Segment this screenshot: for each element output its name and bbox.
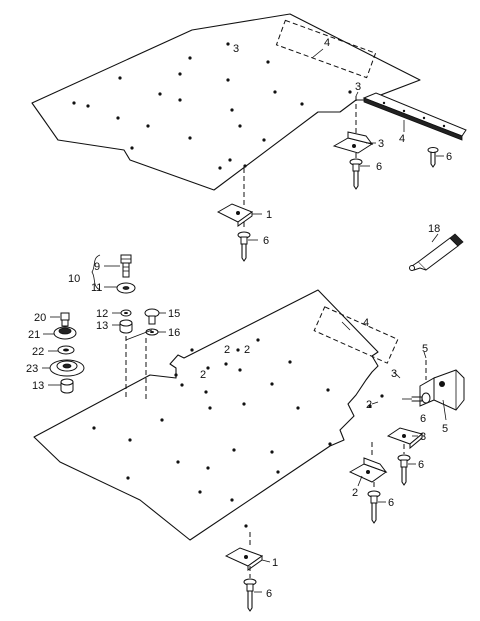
label-10: 10 (68, 273, 80, 285)
label-3-strip: 3 (355, 81, 361, 93)
label-3-top: 3 (233, 43, 239, 55)
part-number-labels: 3 4 3 4 3 6 6 1 6 18 9 10 11 12 13 15 16… (26, 37, 452, 600)
label-6-lower-d: 6 (266, 588, 272, 600)
screw-15 (144, 308, 160, 325)
label-11: 11 (91, 282, 102, 294)
rubber-mount-23 (49, 359, 85, 377)
label-23: 23 (26, 363, 38, 375)
lower-bracket-2 (348, 457, 388, 490)
upper-bolt-6b (237, 231, 251, 262)
label-6-upper-bolt: 6 (376, 161, 382, 173)
label-6-lower-b: 6 (418, 459, 424, 471)
label-4-lower: 4 (363, 317, 369, 329)
washer-12 (120, 309, 132, 317)
nut-13b (60, 378, 74, 394)
label-13-lower: 13 (32, 380, 44, 392)
label-12: 12 (96, 308, 108, 320)
label-21: 21 (28, 329, 40, 341)
label-2-e: 2 (352, 487, 358, 499)
label-2-b: 2 (244, 344, 250, 356)
upper-panel-holes (72, 42, 352, 170)
sealant-tube (409, 233, 464, 271)
label-2-c: 2 (200, 369, 206, 381)
lower-bolt-6d (243, 578, 257, 612)
label-4-top: 4 (324, 37, 330, 49)
lower-bolt-6b (397, 454, 411, 486)
label-18: 18 (428, 223, 440, 235)
upper-bolt-6a (349, 158, 363, 190)
lower-floor-panel (33, 289, 399, 548)
label-16: 16 (168, 327, 180, 339)
nut-13a (119, 319, 133, 334)
label-2-d: 2 (366, 399, 372, 411)
label-6-side-bolt: 6 (420, 413, 426, 425)
label-1-lower: 1 (272, 557, 278, 569)
strip-bolt (427, 147, 439, 168)
floor-strip-rail (362, 92, 467, 141)
upper-panel-cutout-outline (275, 19, 377, 79)
leader-lines (42, 48, 447, 593)
mount-21 (53, 326, 77, 340)
label-3-lower-a: 3 (391, 368, 397, 380)
label-15: 15 (168, 308, 180, 320)
lower-panel-cutout-outline (313, 306, 399, 364)
upper-bracket-3 (332, 131, 374, 160)
washer-11 (116, 282, 136, 294)
lower-bracket-3 (386, 427, 424, 454)
upper-floor-panel (31, 13, 421, 205)
label-13-upper: 13 (96, 320, 108, 332)
label-6-top-bolt: 6 (263, 235, 269, 247)
upper-bracket-1 (216, 203, 254, 230)
lower-bolt-6c (367, 490, 381, 524)
label-2-a: 2 (224, 344, 230, 356)
label-6-lower-c: 6 (388, 497, 394, 509)
label-5-bracket: 5 (442, 423, 448, 435)
bracket-10-brace (91, 254, 101, 291)
screw-9 (120, 254, 132, 278)
label-20: 20 (34, 312, 46, 324)
label-9: 9 (94, 261, 100, 273)
label-3-bracket: 3 (378, 138, 384, 150)
label-22: 22 (32, 346, 44, 358)
screw-20 (60, 312, 70, 327)
label-3-lower-b: 3 (420, 431, 426, 443)
label-4-strip: 4 (399, 133, 405, 145)
label-6-strip-bolt: 6 (446, 151, 452, 163)
side-bolt-6 (402, 392, 431, 404)
lower-bracket-1 (224, 547, 264, 578)
washer-22 (57, 345, 75, 355)
label-5-top: 5 (422, 343, 428, 355)
label-1-top: 1 (266, 209, 272, 221)
lower-panel-holes (92, 338, 384, 528)
